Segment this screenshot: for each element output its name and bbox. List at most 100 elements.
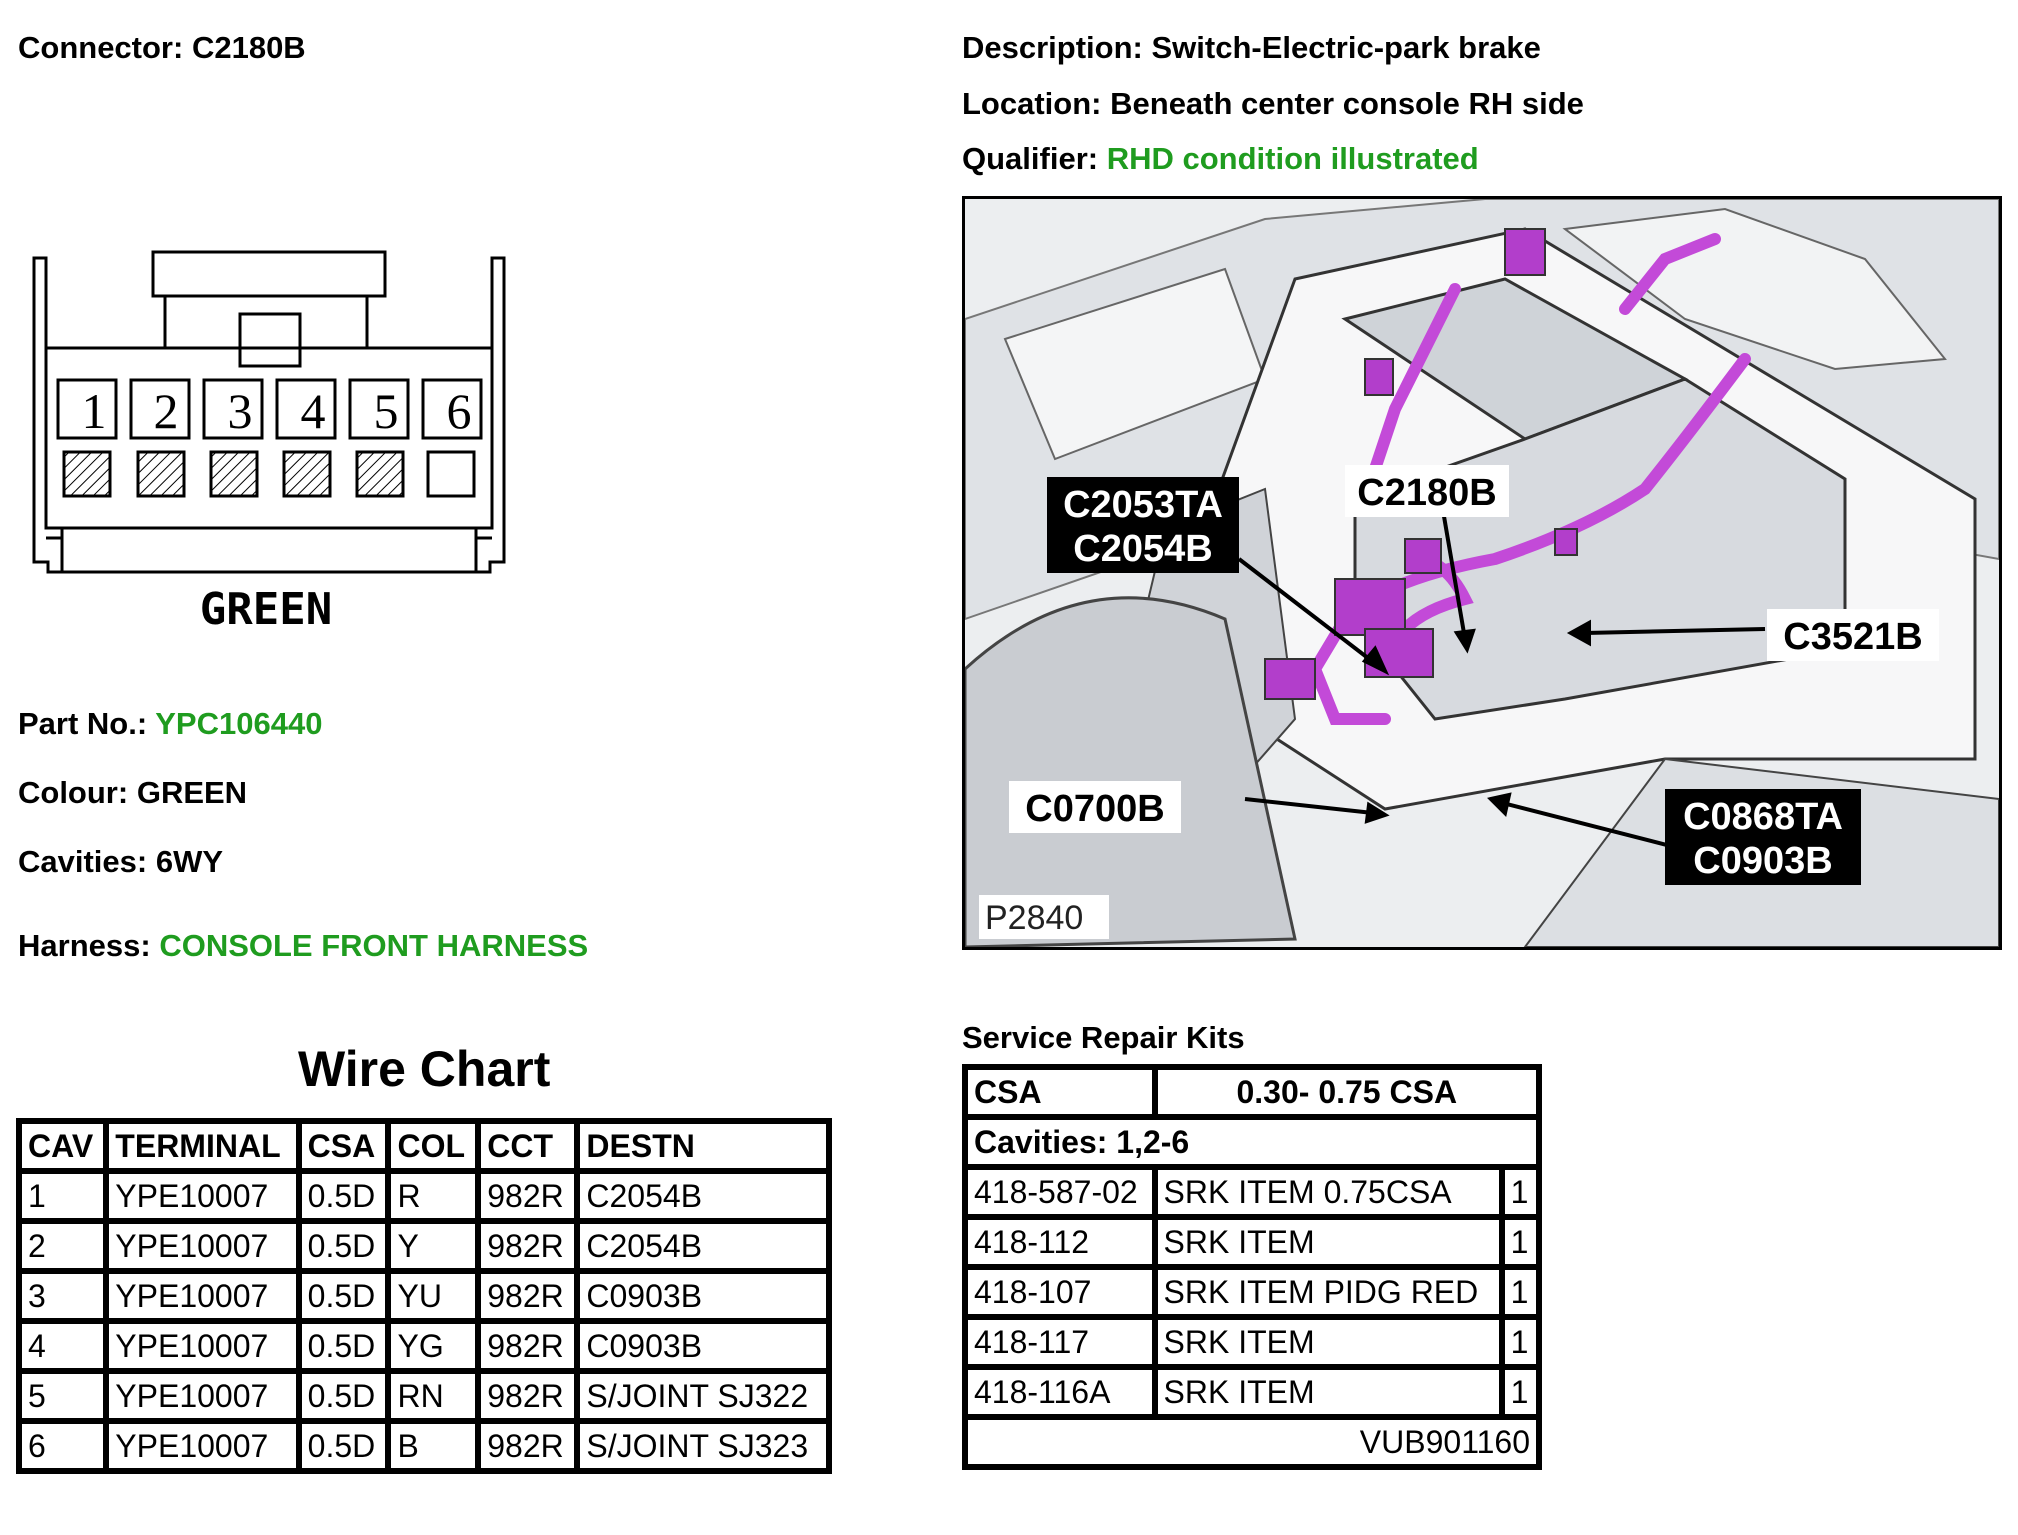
csa-key: CSA: [962, 1064, 1158, 1120]
description-key: Description:: [962, 30, 1143, 65]
connector-face-diagram: 1 2 3 4 5 6 GREEN: [32, 250, 506, 635]
description-value: Switch-Electric-park brake: [1151, 30, 1541, 65]
kit-item: SRK ITEM PIDG RED: [1151, 1264, 1505, 1320]
kit-qty: 1: [1498, 1364, 1543, 1420]
harness-key: Harness:: [18, 928, 151, 963]
cell-cav: 4: [15, 1318, 110, 1374]
col-header-destn: DESTN: [574, 1118, 832, 1174]
cell-cct: 982R: [475, 1318, 581, 1374]
col-header-csa: CSA: [295, 1118, 392, 1174]
pin-3-label: 3: [228, 383, 253, 439]
cell-col: YU: [385, 1268, 482, 1324]
service-repair-kits-table: CSA 0.30- 0.75 CSA Cavities: 1,2-6 418-5…: [962, 1064, 1543, 1470]
qualifier-value: RHD condition illustrated: [1106, 141, 1479, 176]
photo-id: P2840: [985, 899, 1083, 937]
table-row: 418-587-02 SRK ITEM 0.75CSA 1: [962, 1164, 1543, 1220]
table-row: 418-107 SRK ITEM PIDG RED 1: [962, 1264, 1543, 1320]
cell-cav: 2: [15, 1218, 110, 1274]
table-row: 3 YPE10007 0.5D YU 982R C0903B: [15, 1268, 832, 1324]
colour-value: GREEN: [136, 775, 248, 810]
cell-cct: 982R: [475, 1368, 581, 1424]
pin-6-label: 6: [447, 383, 472, 439]
console-illustration: C2053TA C2054B C2180B C3521B C0700B C086…: [965, 199, 1999, 947]
kit-item: SRK ITEM 0.75CSA: [1151, 1164, 1505, 1220]
csa-value: 0.30- 0.75 CSA: [1151, 1064, 1543, 1120]
callout-c0868ta: C0868TA: [1683, 796, 1843, 838]
col-header-terminal: TERMINAL: [103, 1118, 302, 1174]
connector-colour-label: GREEN: [200, 584, 332, 635]
cell-destn: S/JOINT SJ322: [574, 1368, 832, 1424]
service-repair-kits-title: Service Repair Kits: [962, 1020, 1245, 1055]
kit-cavities: Cavities: 1,2-6: [962, 1114, 1542, 1170]
terminal-2: [136, 450, 186, 498]
kit-part-number: 418-117: [962, 1314, 1158, 1370]
cell-csa: 0.5D: [295, 1368, 392, 1424]
kit-item: SRK ITEM: [1151, 1214, 1505, 1270]
cell-destn: C0903B: [574, 1268, 832, 1324]
cell-terminal: YPE10007: [103, 1418, 302, 1474]
location-label: Location: Beneath center console RH side: [962, 86, 1584, 122]
colour-key: Colour:: [18, 775, 129, 810]
cell-csa: 0.5D: [295, 1318, 392, 1374]
part-number-value: YPC106440: [155, 706, 323, 741]
cell-terminal: YPE10007: [103, 1268, 302, 1324]
cell-destn: C0903B: [574, 1318, 832, 1374]
cell-cct: 982R: [475, 1268, 581, 1324]
connector-key: Connector:: [18, 30, 184, 65]
table-row: 2 YPE10007 0.5D Y 982R C2054B: [15, 1218, 832, 1274]
location-value: Beneath center console RH side: [1110, 86, 1584, 121]
cell-csa: 0.5D: [295, 1218, 392, 1274]
table-row: 418-117 SRK ITEM 1: [962, 1314, 1543, 1370]
table-row: 5 YPE10007 0.5D RN 982R S/JOINT SJ322: [15, 1368, 832, 1424]
wire-chart-header-row: CAV TERMINAL CSA COL CCT DESTN: [15, 1118, 832, 1174]
cavities-row: Cavities: 1,2-6: [962, 1114, 1542, 1170]
cell-cav: 5: [15, 1368, 110, 1424]
cell-cct: 982R: [475, 1168, 581, 1224]
kit-footer-code: VUB901160: [962, 1414, 1542, 1470]
kit-part-number: 418-112: [962, 1214, 1158, 1270]
cell-destn: C2054B: [574, 1168, 832, 1224]
table-row: 418-112 SRK ITEM 1: [962, 1214, 1543, 1270]
kit-item: SRK ITEM: [1151, 1314, 1505, 1370]
cell-destn: S/JOINT SJ323: [574, 1418, 832, 1474]
cell-cav: 6: [15, 1418, 110, 1474]
callout-c2180b: C2180B: [1357, 472, 1496, 514]
part-number-label: Part No.: YPC106440: [18, 706, 322, 742]
harness-label: Harness: CONSOLE FRONT HARNESS: [18, 928, 588, 964]
terminal-4: [282, 450, 332, 498]
callout-c0700b: C0700B: [1025, 788, 1164, 830]
cavities-label: Cavities: 6WY: [18, 844, 223, 880]
part-number-key: Part No.:: [18, 706, 148, 741]
footer-row: VUB901160: [962, 1414, 1542, 1470]
callout-c3521b: C3521B: [1783, 616, 1922, 658]
pin-2-label: 2: [154, 383, 179, 439]
pin-1-label: 1: [82, 383, 107, 439]
cell-csa: 0.5D: [295, 1418, 392, 1474]
kit-qty: 1: [1498, 1264, 1543, 1320]
cell-cav: 3: [15, 1268, 110, 1324]
cell-cct: 982R: [475, 1418, 581, 1474]
description-label: Description: Switch-Electric-park brake: [962, 30, 1541, 66]
csa-row: CSA 0.30- 0.75 CSA: [962, 1064, 1543, 1120]
table-row: 1 YPE10007 0.5D R 982R C2054B: [15, 1168, 832, 1224]
cavities-key: Cavities:: [18, 844, 148, 879]
pin-4-label: 4: [301, 383, 326, 439]
colour-label: Colour: GREEN: [18, 775, 247, 811]
table-row: 4 YPE10007 0.5D YG 982R C0903B: [15, 1318, 832, 1374]
callout-c2054b: C2054B: [1073, 528, 1212, 570]
cell-col: RN: [385, 1368, 482, 1424]
cell-terminal: YPE10007: [103, 1368, 302, 1424]
kit-part-number: 418-587-02: [962, 1164, 1158, 1220]
pin-5-label: 5: [374, 383, 399, 439]
kit-qty: 1: [1498, 1164, 1543, 1220]
col-header-cav: CAV: [15, 1118, 110, 1174]
kit-qty: 1: [1498, 1314, 1543, 1370]
cell-cav: 1: [15, 1168, 110, 1224]
kit-part-number: 418-107: [962, 1264, 1158, 1320]
qualifier-key: Qualifier:: [962, 141, 1099, 176]
table-row: 6 YPE10007 0.5D B 982R S/JOINT SJ323: [15, 1418, 832, 1474]
terminal-3: [209, 450, 259, 498]
qualifier-label: Qualifier: RHD condition illustrated: [962, 141, 1479, 177]
callout-c2053ta: C2053TA: [1063, 484, 1223, 526]
connector-value: C2180B: [191, 30, 306, 65]
